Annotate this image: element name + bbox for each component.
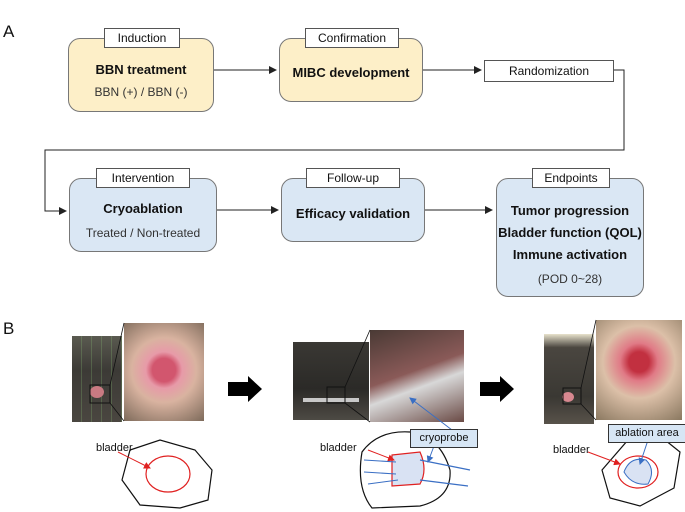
big-arrow-1 bbox=[228, 376, 262, 402]
bladder-label-2: bladder bbox=[320, 442, 357, 454]
confirmation-title: MIBC development bbox=[292, 64, 410, 80]
bladder-label-1: bladder bbox=[96, 442, 133, 454]
followup-tag: Follow-up bbox=[306, 168, 400, 188]
bladder-label-3: bladder bbox=[553, 444, 590, 456]
mouse-photo-2 bbox=[293, 342, 369, 420]
induction-box: BBN treatment BBN (+) / BBN (-) bbox=[68, 38, 214, 112]
arrow-randomization-intervention bbox=[44, 69, 625, 215]
endpoints-line3: Immune activation bbox=[512, 247, 628, 262]
intervention-tag: Intervention bbox=[96, 168, 190, 188]
sketch-bladder-3 bbox=[617, 455, 659, 489]
closeup-photo-3 bbox=[596, 320, 682, 420]
sketch-bladder-1 bbox=[145, 455, 191, 493]
followup-box: Efficacy validation bbox=[281, 178, 425, 242]
confirmation-box: MIBC development bbox=[279, 38, 423, 102]
ablation-area-callout: ablation area bbox=[608, 424, 685, 443]
panel-b-letter: B bbox=[3, 319, 15, 338]
endpoints-line2: Bladder function (QOL) bbox=[498, 225, 642, 240]
sketch-outline-2 bbox=[359, 431, 451, 509]
closeup-photo-1 bbox=[124, 323, 204, 421]
sketch-ablation-3 bbox=[623, 458, 652, 485]
panel-a-letter: A bbox=[3, 22, 15, 41]
randomization-box: Randomization bbox=[484, 60, 614, 82]
followup-title: Efficacy validation bbox=[295, 205, 411, 221]
closeup-photo-2 bbox=[370, 330, 464, 422]
intervention-title: Cryoablation bbox=[103, 200, 183, 216]
induction-sub: BBN (+) / BBN (-) bbox=[94, 84, 188, 99]
induction-title: BBN treatment bbox=[95, 61, 187, 77]
induction-tag: Induction bbox=[104, 28, 180, 48]
endpoints-sub: (POD 0~28) bbox=[537, 272, 603, 286]
intervention-sub: Treated / Non-treated bbox=[85, 225, 201, 240]
confirmation-tag: Confirmation bbox=[305, 28, 399, 48]
sketch-outline-1 bbox=[121, 439, 213, 509]
big-arrow-2 bbox=[480, 376, 514, 402]
intervention-box: Cryoablation Treated / Non-treated bbox=[69, 178, 217, 252]
endpoints-line1: Tumor progression bbox=[510, 203, 630, 218]
endpoints-tag: Endpoints bbox=[532, 168, 610, 188]
cryoprobe-callout: cryoprobe bbox=[410, 429, 478, 448]
sketch-bladder-2 bbox=[391, 451, 425, 487]
endpoints-box: Tumor progression Bladder function (QOL)… bbox=[496, 178, 644, 297]
